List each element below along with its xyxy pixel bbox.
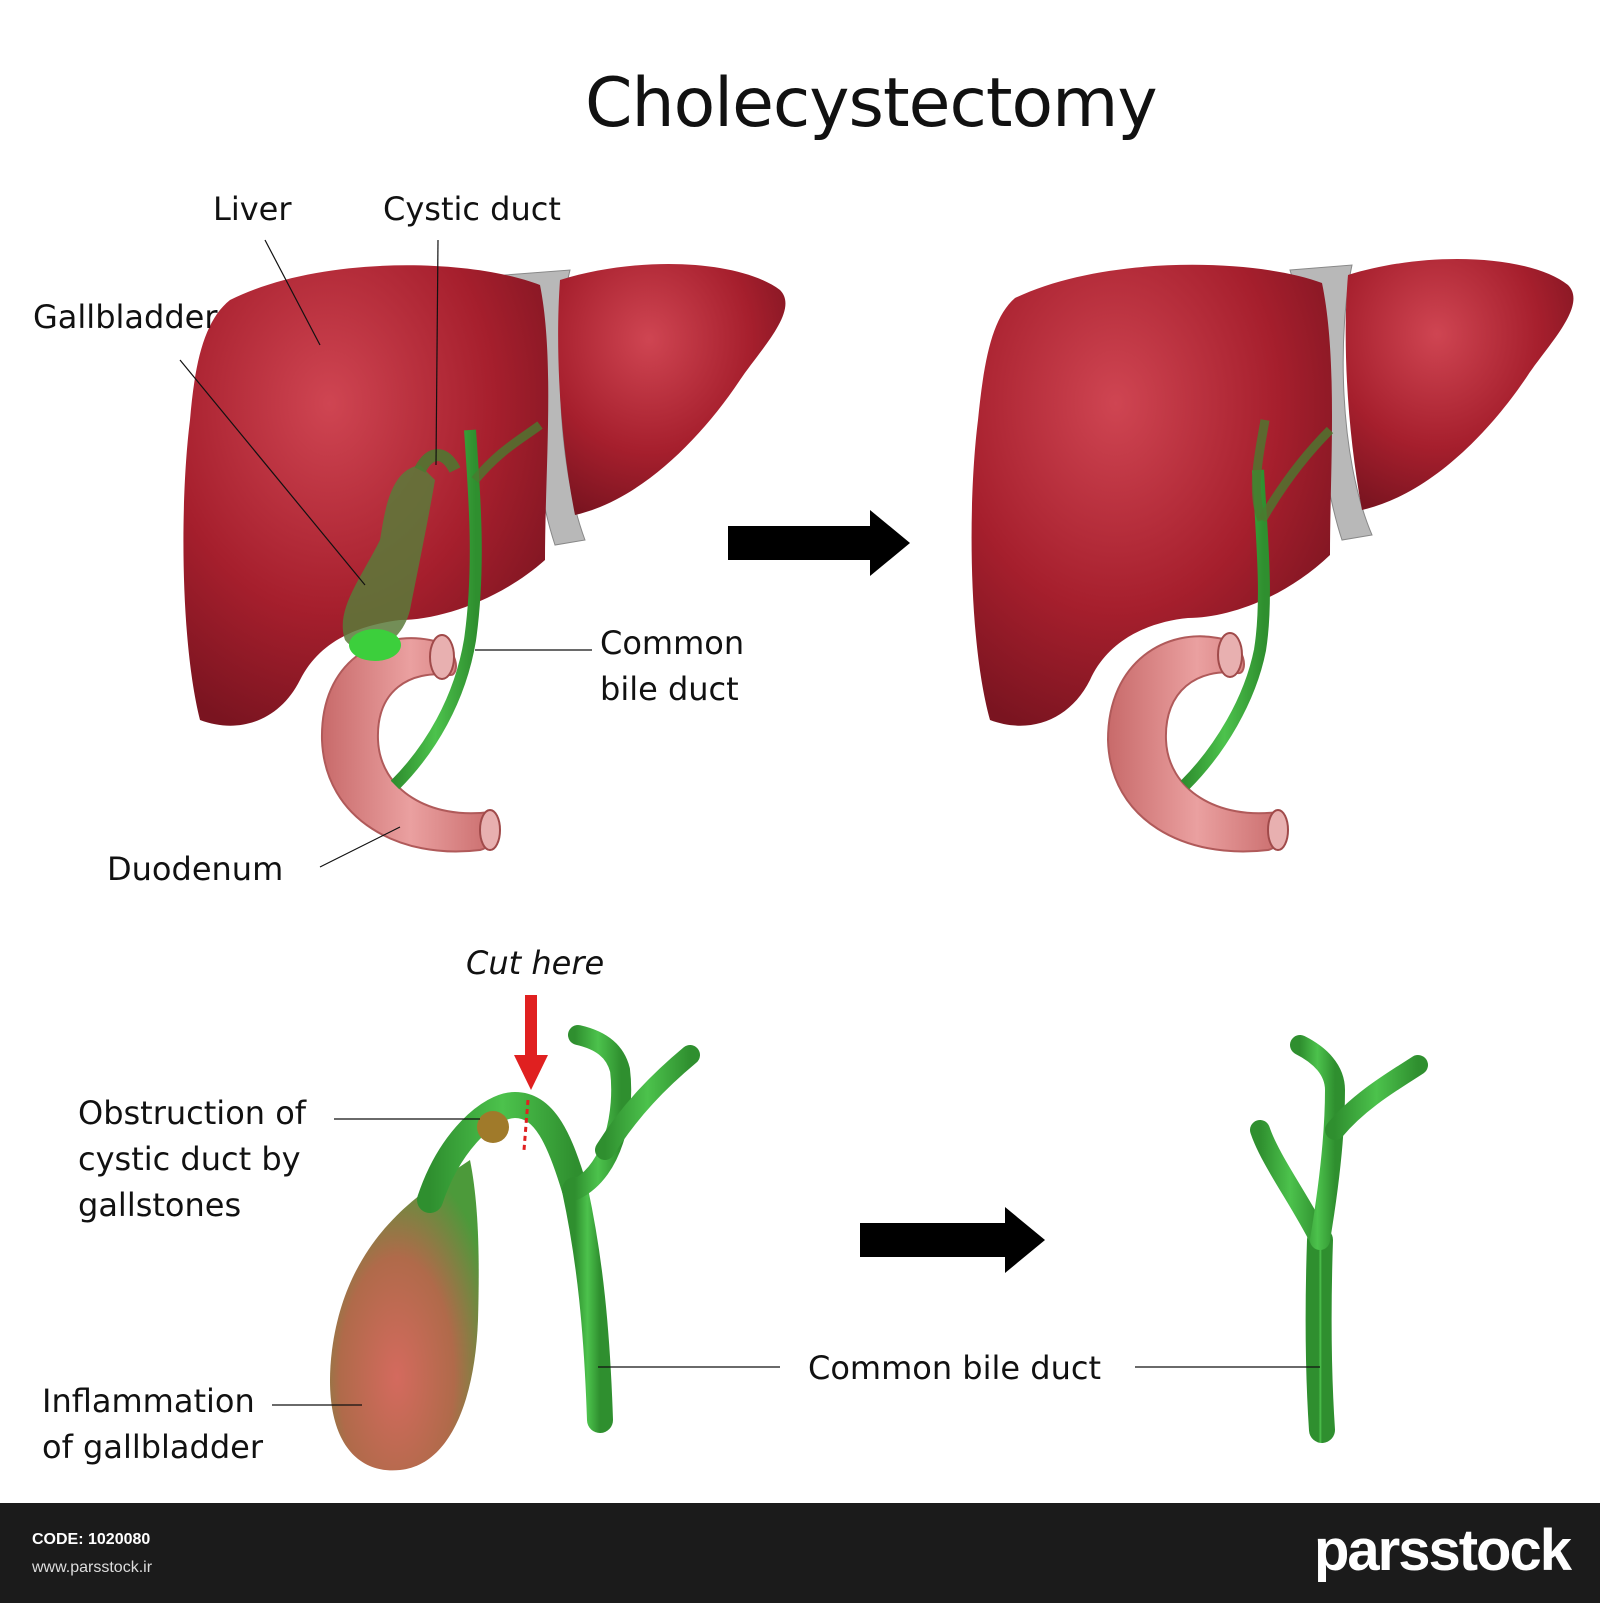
label-liver: Liver xyxy=(213,190,292,228)
liver-right xyxy=(971,264,1332,726)
label-duodenum: Duodenum xyxy=(107,850,284,888)
hepatic-duct-left xyxy=(595,1045,700,1160)
gallstone xyxy=(477,1111,509,1143)
arrow-top xyxy=(728,510,910,576)
leader-duodenum xyxy=(319,826,401,868)
footer-code: CODE: 1020080 xyxy=(32,1531,151,1548)
label-common-bile-duct-line2: bile duct xyxy=(600,670,739,708)
page-title: Cholecystectomy xyxy=(585,64,1158,143)
label-cut-here: Cut here xyxy=(466,944,605,982)
biliary-tree-before xyxy=(272,995,780,1471)
label-common-bile-duct-line1: Common xyxy=(600,624,745,662)
hepatic-duct-right xyxy=(565,1025,632,1200)
cut-arrow-head xyxy=(514,1055,548,1090)
cystic-duct-left xyxy=(414,449,461,474)
common-bile-duct xyxy=(562,1177,613,1433)
label-obstruction-line2: cystic duct by xyxy=(78,1140,301,1178)
footer-bar: CODE: 1020080 www.parsstock.ir parsstock xyxy=(0,1503,1600,1603)
liver-after xyxy=(971,258,1574,853)
brand-logo: parsstock xyxy=(1313,1518,1572,1583)
liver-left xyxy=(183,265,549,726)
label-obstruction-line1: Obstruction of xyxy=(78,1094,307,1132)
common-bile-duct-after xyxy=(1305,1227,1335,1443)
arrow-bottom xyxy=(860,1207,1045,1273)
label-common-bile-duct-bottom: Common bile duct xyxy=(808,1349,1101,1387)
cut-arrow-shaft xyxy=(525,995,537,1055)
gallbladder xyxy=(342,465,435,650)
biliary-tree-after xyxy=(1135,1035,1428,1443)
label-inflammation-line1: Inflammation xyxy=(42,1382,255,1420)
liver-left-lobe xyxy=(558,263,786,515)
label-gallbladder: Gallbladder xyxy=(33,298,218,336)
common-bile-duct-right xyxy=(1180,469,1270,790)
liver-with-gallbladder xyxy=(179,239,786,868)
leader-cystic xyxy=(435,239,439,466)
liver-right-lobe xyxy=(1345,258,1574,510)
footer-url[interactable]: www.parsstock.ir xyxy=(32,1559,153,1576)
illustration xyxy=(179,239,1574,1471)
gallstone-left xyxy=(349,629,401,661)
common-bile-duct-left xyxy=(390,429,482,790)
label-inflammation-line2: of gallbladder xyxy=(42,1428,263,1466)
gallbladder-inflamed xyxy=(329,1160,479,1471)
leader-liver xyxy=(264,239,321,346)
cystic-duct xyxy=(417,1091,588,1213)
label-obstruction-line3: gallstones xyxy=(78,1186,242,1224)
leader-gallbladder xyxy=(179,359,366,586)
duodenum-left xyxy=(320,637,500,853)
hepatic-duct-branch xyxy=(471,421,543,483)
label-cystic-duct: Cystic duct xyxy=(383,190,561,228)
